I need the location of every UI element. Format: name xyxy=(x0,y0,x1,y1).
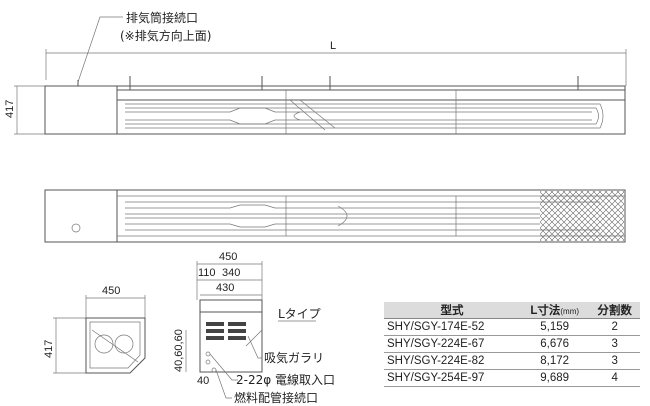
header-divisions: 分割数 xyxy=(589,302,640,319)
l-type-label: Lタイプ xyxy=(278,307,321,321)
plan-view xyxy=(44,189,626,243)
width-340-label: 340 xyxy=(222,267,240,279)
front-view: 450 110 340 430 40,60,60 40 xyxy=(173,251,263,399)
l-dimension-cell: 6,676 xyxy=(520,335,590,353)
side-profile xyxy=(85,317,146,374)
burner-box-plan xyxy=(44,189,118,243)
divisions-cell: 4 xyxy=(589,369,640,387)
intake-grille-label: 吸気ガラリ xyxy=(264,350,324,365)
width-430-label: 430 xyxy=(216,282,234,294)
table-row: SHY/SGY-224E-67 6,676 3 xyxy=(384,335,640,353)
wire-inlet-label: 2-22φ 電線取入口 xyxy=(236,372,335,387)
dimension-L-label: L xyxy=(330,40,336,52)
exhaust-leader-line xyxy=(77,16,123,83)
radiant-tube-housing xyxy=(116,85,626,135)
protective-mesh xyxy=(540,191,624,241)
exhaust-direction-note: (※排気方向上面) xyxy=(120,28,211,43)
top-elevation-view: 排気筒接続口 (※排気方向上面) L 417 xyxy=(4,10,627,135)
intake-grille-graphic xyxy=(206,322,246,340)
table-row: SHY/SGY-174E-52 5,159 2 xyxy=(384,318,640,336)
header-model: 型式 xyxy=(384,302,521,319)
header-l-dimension: L寸法(mm) xyxy=(520,302,590,319)
side-view: 450 417 xyxy=(43,285,146,374)
l-dimension-cell: 5,159 xyxy=(520,318,590,336)
table-row: SHY/SGY-254E-97 9,689 4 xyxy=(384,369,640,387)
table-row: SHY/SGY-224E-82 8,172 3 xyxy=(384,352,640,370)
stack-height-label: 40,60,60 xyxy=(173,329,185,372)
front-body xyxy=(199,299,263,373)
model-cell: SHY/SGY-224E-67 xyxy=(384,335,521,353)
side-width-label: 450 xyxy=(102,285,120,297)
l-dimension-cell: 9,689 xyxy=(520,369,590,387)
radiant-tube-plan xyxy=(116,189,626,243)
table-header-row: 型式 L寸法(mm) 分割数 xyxy=(384,302,640,319)
model-cell: SHY/SGY-254E-97 xyxy=(384,369,521,387)
l-dimension-cell: 8,172 xyxy=(520,352,590,370)
dimension-height-label: 417 xyxy=(4,100,16,118)
front-width-label: 450 xyxy=(219,251,237,263)
model-cell: SHY/SGY-224E-82 xyxy=(384,352,521,370)
burner-box xyxy=(44,85,118,135)
height-40-label: 40 xyxy=(197,375,209,387)
exhaust-connection-label: 排気筒接続口 xyxy=(126,10,198,25)
width-110-label: 110 xyxy=(198,267,216,279)
divisions-cell: 3 xyxy=(589,335,640,353)
model-cell: SHY/SGY-174E-52 xyxy=(384,318,521,336)
model-spec-table: 型式 L寸法(mm) 分割数 SHY/SGY-174E-52 5,159 2 S… xyxy=(384,302,640,387)
divisions-cell: 2 xyxy=(589,318,640,336)
side-height-label: 417 xyxy=(43,340,55,358)
divisions-cell: 3 xyxy=(589,352,640,370)
fuel-pipe-label: 燃料配管接続口 xyxy=(234,390,318,405)
